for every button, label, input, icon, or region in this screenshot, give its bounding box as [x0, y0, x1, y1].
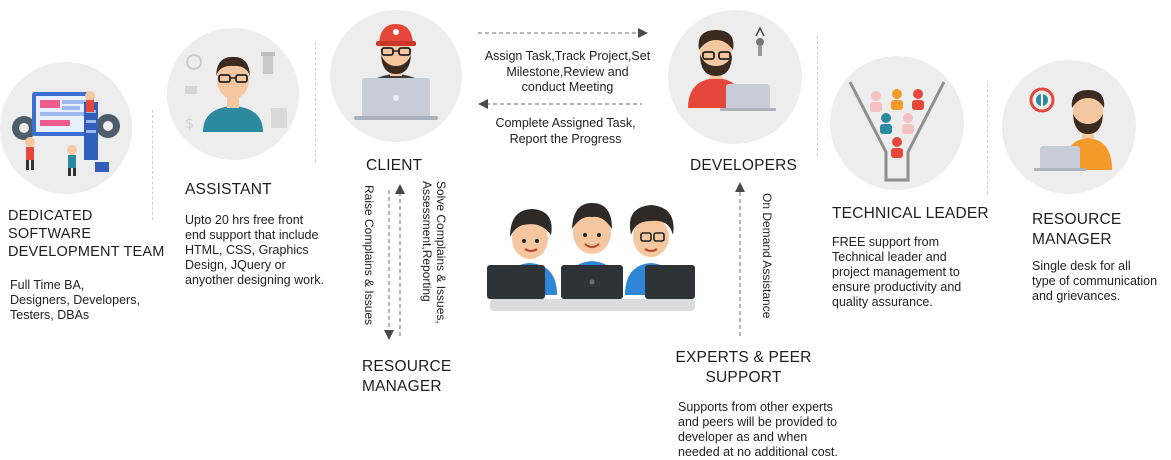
assistant-desc-line: Upto 20 hrs free front [185, 213, 304, 227]
rm-right-title-line: MANAGER [1032, 231, 1112, 248]
experts-title-line: EXPERTS & PEER [675, 349, 812, 366]
experts-description: Supports from other experts and peers wi… [678, 400, 838, 460]
team-title: DEDICATED SOFTWARE DEVELOPMENT TEAM [8, 207, 165, 261]
separator-1 [152, 110, 153, 220]
experts-title: EXPERTS & PEER SUPPORT [671, 348, 816, 388]
solve-complaints-label: Solve Complains & Issues, Assessment,Rep… [420, 181, 448, 324]
assistant-desc-line: end support that include [185, 228, 319, 242]
rm-center-title-line: MANAGER [362, 378, 442, 395]
svg-text:$: $ [185, 116, 194, 132]
tl-desc-line: quality assurance. [832, 295, 933, 309]
technical-leader-circle [830, 56, 964, 190]
resource-manager-right-title: RESOURCE MANAGER [1032, 210, 1121, 250]
team-desc-line: Testers, DBAs [10, 308, 90, 322]
separator-4 [987, 84, 988, 194]
complete-task-label: Complete Assigned Task, Report the Progr… [473, 116, 658, 147]
technical-leader-description: FREE support from Technical leader and p… [832, 235, 961, 310]
assistant-desc-line: anyother designing work. [185, 273, 324, 287]
tl-desc-line: project management to [832, 265, 960, 279]
developer-illustration [688, 26, 776, 111]
complete-task-arrow [478, 99, 642, 109]
rm-right-desc-line: and grievances. [1032, 289, 1121, 303]
team-title-line: SOFTWARE [8, 226, 92, 242]
experts-illustration [487, 203, 695, 311]
experts-desc-line: developer as and when [678, 430, 808, 444]
on-demand-label: On Demand Assistance [760, 193, 774, 319]
experts-desc-line: Supports from other experts [678, 400, 833, 414]
assign-task-line: Assign Task,Track Project,Set [484, 49, 651, 63]
team-title-line: DEDICATED [8, 208, 93, 224]
complete-task-line: Complete Assigned Task, [495, 116, 636, 130]
team-illustration [12, 91, 120, 176]
team-title-line: DEVELOPMENT TEAM [8, 244, 165, 260]
team-description: Full Time BA, Designers, Developers, Tes… [10, 278, 140, 323]
resource-manager-center-title: RESOURCE MANAGER [362, 357, 451, 397]
client-illustration [354, 24, 438, 120]
assign-task-arrow [478, 28, 648, 38]
experts-title-line: SUPPORT [705, 369, 782, 386]
team-desc-line: Designers, Developers, [10, 293, 140, 307]
rm-center-title-line: RESOURCE [362, 358, 452, 375]
client-rm-arrows [384, 184, 405, 340]
assistant-title: ASSISTANT [185, 181, 272, 198]
developers-circle [668, 10, 802, 144]
rm-right-desc-line: Single desk for all [1032, 259, 1131, 273]
experts-desc-line: needed at no additional cost. [678, 445, 838, 459]
on-demand-arrow [735, 182, 745, 336]
assistant-illustration: $ [185, 52, 287, 132]
client-title: CLIENT [366, 157, 423, 174]
separator-2 [315, 42, 316, 162]
complete-task-line: Report the Progress [509, 131, 622, 146]
raise-complaints-label: Raise Complains & Issues [362, 185, 376, 326]
tl-desc-line: FREE support from [832, 235, 939, 249]
resource-manager-right-description: Single desk for all type of communicatio… [1032, 259, 1171, 304]
assistant-desc-line: HTML, CSS, Graphics [185, 243, 309, 257]
tl-desc-line: ensure productivity and [832, 280, 962, 294]
experts-desc-line: and peers will be provided to [678, 415, 838, 429]
assign-task-line: conduct Meeting [521, 80, 614, 94]
team-desc-line: Full Time BA, [10, 278, 85, 292]
technical-leader-title: TECHNICAL LEADER [832, 205, 989, 222]
assistant-description: Upto 20 hrs free front end support that … [185, 213, 324, 288]
assign-task-label: Assign Task,Track Project,Set Milestone,… [475, 49, 660, 96]
technical-leader-illustration [848, 81, 946, 182]
separator-3 [817, 36, 818, 156]
tl-desc-line: Technical leader and [832, 250, 947, 264]
solve-line: Assessment,Reporting [420, 181, 434, 302]
assistant-desc-line: Design, JQuery or [185, 258, 286, 272]
resource-manager-illustration [1029, 87, 1112, 171]
developers-title: DEVELOPERS [690, 157, 798, 174]
resource-manager-circle [1002, 60, 1136, 194]
solve-line: Solve Complains & Issues, [434, 181, 448, 324]
rm-right-desc-line: type of communication [1032, 274, 1158, 288]
rm-right-title-line: RESOURCE [1032, 211, 1122, 228]
assign-task-line: Milestone,Review and [506, 64, 629, 79]
